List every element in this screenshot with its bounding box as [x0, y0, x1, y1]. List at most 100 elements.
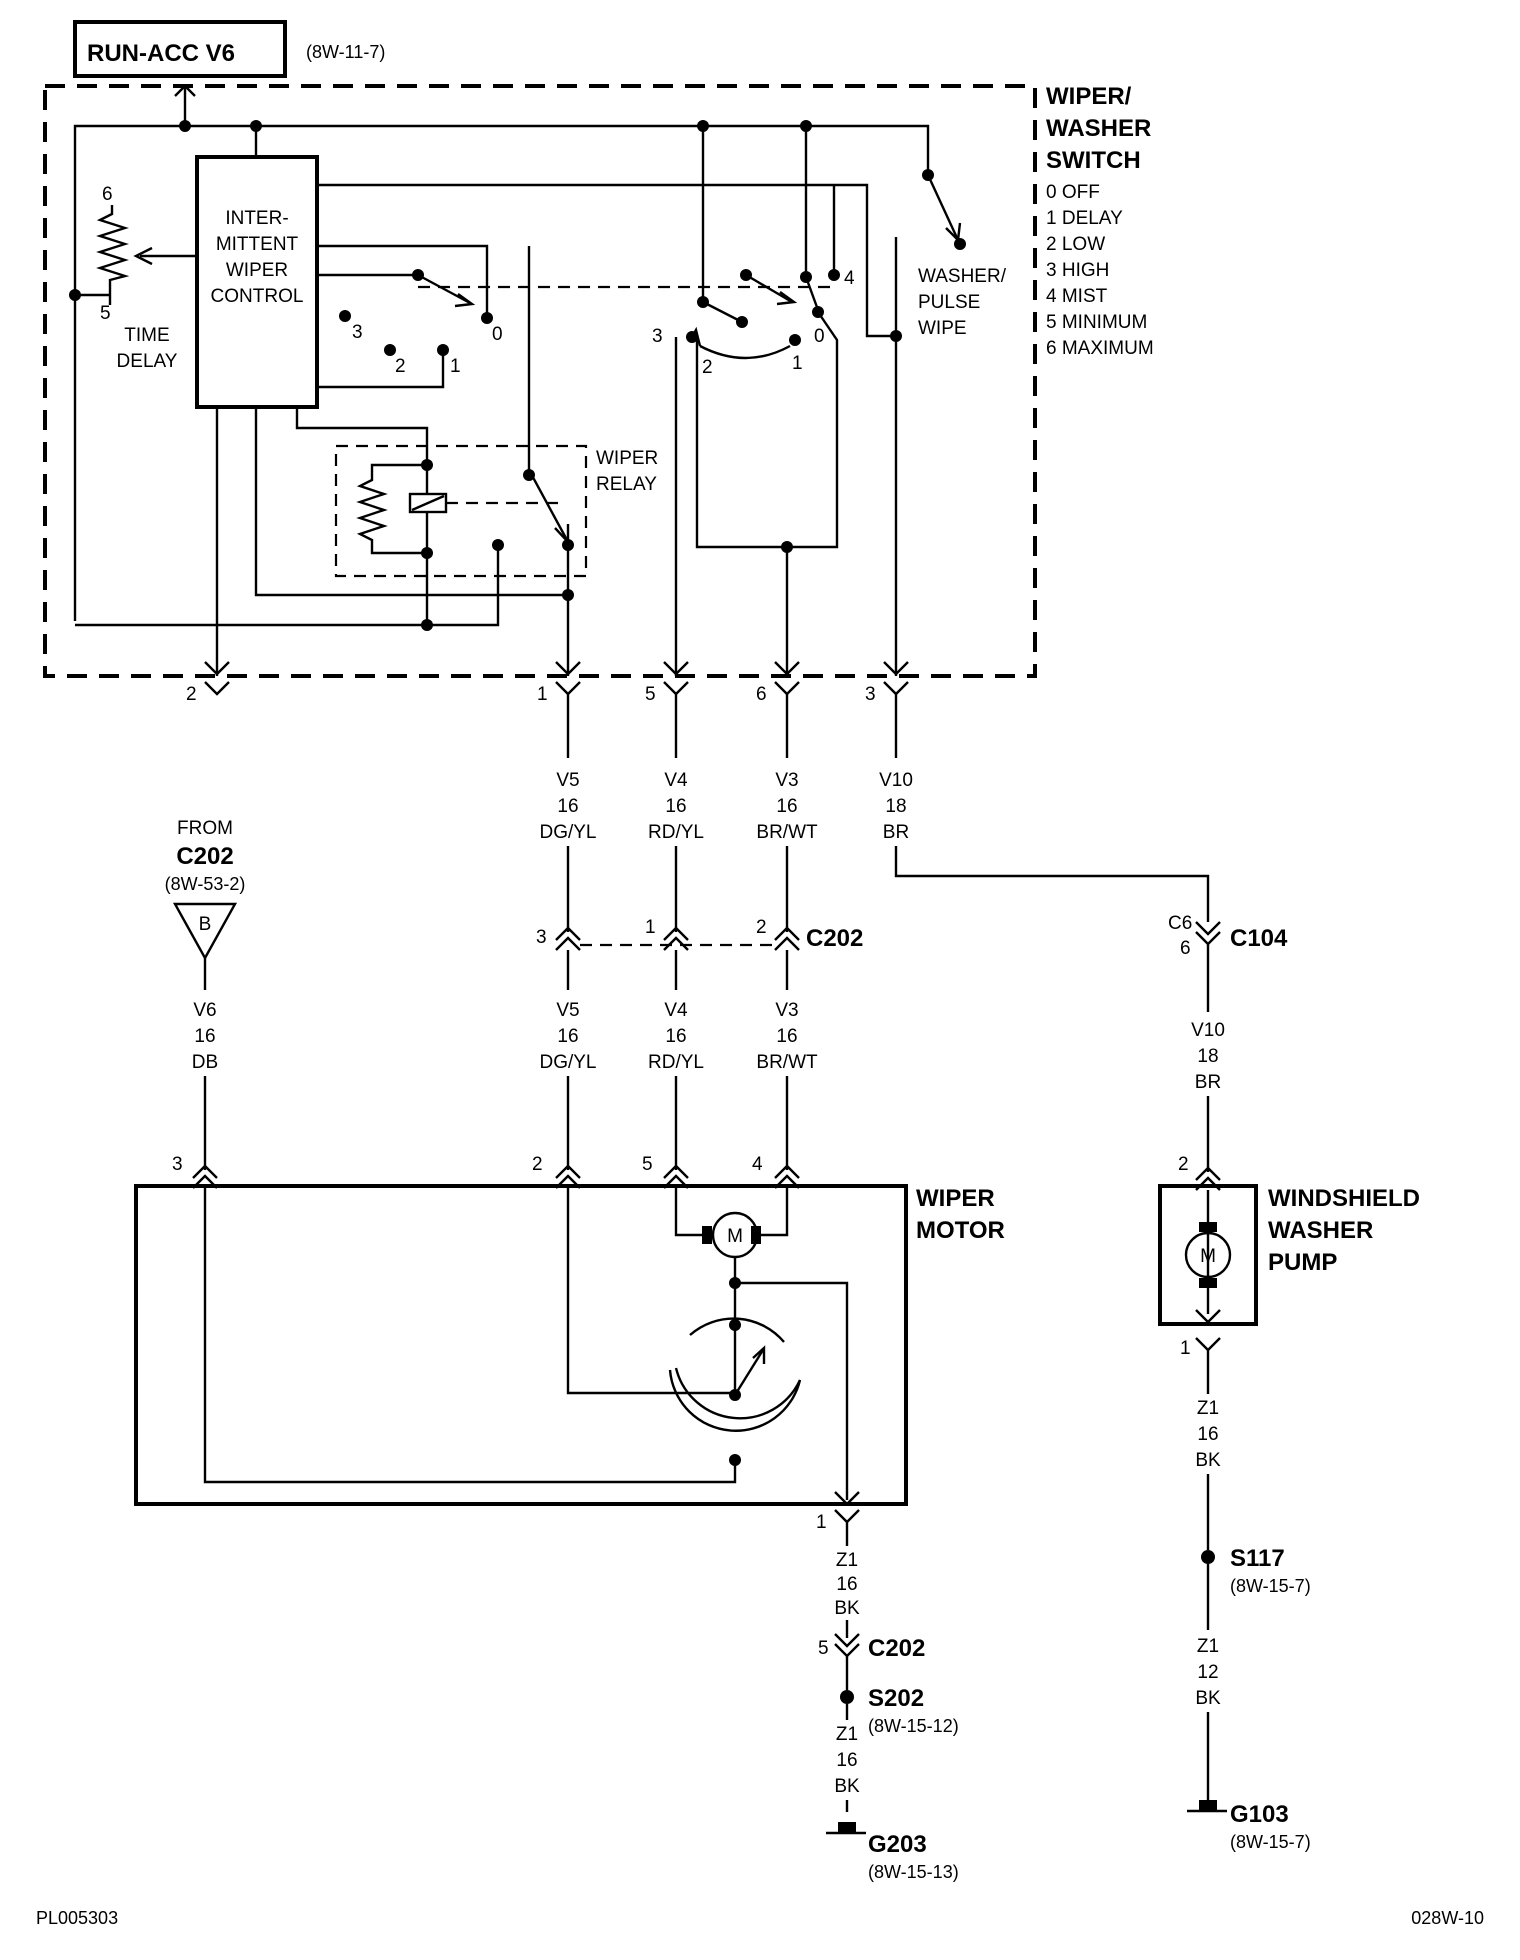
wire-v10-lower-gauge: 18 [1197, 1046, 1218, 1067]
windshield-washer-pump: WINDSHIELD WASHER PUMP 2 M 1 [1158, 1154, 1420, 1359]
wiper-washer-switch-housing [43, 84, 1037, 678]
mg-wire2-circuit: Z1 [836, 1724, 858, 1745]
motor-ground-chain: Z1 16 BK 5 C202 S202 (8W-15-12) Z1 16 BK… [818, 1522, 959, 1882]
wire-v5-lower: V5 16 DG/YL [539, 950, 597, 1170]
wire-v6-lower: V6 16 DB [192, 958, 218, 1170]
wire-v4-lower-gauge: 16 [665, 1026, 686, 1047]
switch-title-line-2: WASHER [1046, 115, 1151, 142]
wire-v3-lower: V3 16 BR/WT [756, 950, 818, 1170]
wire-v4-upper: V4 16 RD/YL [648, 694, 704, 932]
run-acc-ref: (8W-11-7) [306, 42, 385, 62]
switch-pin-2: 2 [186, 407, 230, 705]
mg-wire2-gauge: 16 [836, 1750, 857, 1771]
mg-connector-pin: 5 [818, 1638, 829, 1659]
switch-pin-3: 3 [865, 661, 909, 705]
motor-pin-3: 3 [172, 1154, 183, 1175]
left-contact-0: 0 [492, 324, 503, 345]
pg-splice-name: S117 [1230, 1545, 1285, 1572]
relay-label-1: WIPER [596, 448, 658, 469]
switch-title-line-1: WIPER/ [1046, 83, 1132, 110]
position-5: 5 MINIMUM [1046, 312, 1147, 333]
wire-v10-lower-color: BR [1195, 1072, 1221, 1093]
wire-v3-upper-color: BR/WT [756, 822, 818, 843]
right-contact-1: 1 [792, 353, 803, 374]
from-ref-label: (8W-53-2) [165, 874, 246, 894]
speed-contact-group: 3 2 1 0 4 [317, 126, 896, 553]
wiper-relay: WIPER RELAY [75, 246, 658, 631]
wire-v10-upper: V10 18 BR [879, 694, 1210, 922]
pump-ground-chain: Z1 16 BK S117 (8W-15-7) Z1 12 BK G103 (8… [1187, 1350, 1311, 1852]
from-label: FROM [177, 818, 233, 839]
pot-bottom-label: 5 [100, 303, 111, 324]
wiper-motor: WIPER MOTOR 3 2 5 4 M [134, 1154, 1005, 1533]
motor-pin-4: 4 [752, 1154, 763, 1175]
motor-pin-1: 1 [816, 1512, 827, 1533]
switch-title: WIPER/ WASHER SWITCH [1046, 83, 1151, 174]
switch-pin-3-label: 3 [865, 684, 876, 705]
wire-v3-lower-gauge: 16 [776, 1026, 797, 1047]
wire-v10-upper-circuit: V10 [879, 770, 913, 791]
mg-wire1-color: BK [834, 1598, 860, 1619]
washer-pulse-switch: WASHER/ PULSE WIPE [918, 169, 1007, 339]
top-bus-wire [73, 124, 930, 621]
pump-m-symbol: M [1200, 1246, 1216, 1267]
right-contact-0: 0 [814, 326, 825, 347]
wire-v5-lower-gauge: 16 [557, 1026, 578, 1047]
switch-pin-1-label: 1 [537, 684, 548, 705]
pump-title-2: WASHER [1268, 1217, 1373, 1244]
left-contact-2: 2 [395, 356, 406, 377]
control-label-1: INTER- [225, 208, 288, 229]
right-contact-3: 3 [652, 326, 663, 347]
wire-v5-upper-circuit: V5 [556, 770, 579, 791]
pump-pin-2: 2 [1178, 1154, 1189, 1175]
mg-ground-ref: (8W-15-13) [868, 1862, 959, 1882]
wire-v5-lower-color: DG/YL [539, 1052, 596, 1073]
left-contact-1: 1 [450, 356, 461, 377]
switch-pin-6: 6 [756, 547, 800, 705]
mg-wire1-circuit: Z1 [836, 1550, 858, 1571]
from-c202-source: FROM C202 (8W-53-2) B [165, 818, 246, 961]
wire-v4-upper-circuit: V4 [664, 770, 688, 791]
wire-v4-lower-circuit: V4 [664, 1000, 688, 1021]
pump-title-1: WINDSHIELD [1268, 1185, 1420, 1212]
wire-v4-upper-color: RD/YL [648, 822, 704, 843]
mg-wire2-color: BK [834, 1776, 860, 1797]
motor-m-symbol: M [727, 1226, 743, 1247]
switch-pin-6-label: 6 [756, 684, 767, 705]
wire-v5-upper-gauge: 16 [557, 796, 578, 817]
time-delay-label-1: TIME [124, 325, 169, 346]
delay-contact-group: 3 2 1 0 [317, 244, 503, 389]
intermittent-wiper-control: INTER- MITTENT WIPER CONTROL [195, 155, 319, 409]
mg-wire1-gauge: 16 [836, 1574, 857, 1595]
control-label-4: CONTROL [211, 286, 304, 307]
position-6: 6 MAXIMUM [1046, 338, 1154, 359]
mg-splice-name: S202 [868, 1685, 924, 1712]
switch-positions-legend: 0 OFF 1 DELAY 2 LOW 3 HIGH 4 MIST 5 MINI… [1046, 182, 1154, 359]
pg-wire2-color: BK [1195, 1688, 1221, 1709]
pg-wire1-color: BK [1195, 1450, 1221, 1471]
switch-pin-5-label: 5 [645, 684, 656, 705]
wire-v5-upper: V5 16 DG/YL [539, 694, 597, 932]
source-arrow [174, 84, 196, 126]
footer-right-code: 028W-10 [1411, 1908, 1484, 1928]
c104-cavity-top: C6 [1168, 913, 1192, 934]
time-delay-potentiometer: 6 5 TIME DELAY [69, 184, 197, 372]
pg-wire2-circuit: Z1 [1197, 1636, 1219, 1657]
control-label-3: WIPER [226, 260, 288, 281]
right-contact-4: 4 [844, 268, 855, 289]
c202-pin-1: 1 [645, 917, 656, 938]
bus-splice-1 [179, 120, 191, 132]
pg-ground-name: G103 [1230, 1801, 1289, 1828]
from-letter: B [199, 914, 212, 935]
switch-pin-2-label: 2 [186, 684, 197, 705]
wire-v5-lower-circuit: V5 [556, 1000, 579, 1021]
footer-left-code: PL005303 [36, 1908, 118, 1928]
motor-pin-2: 2 [532, 1154, 543, 1175]
time-delay-label-2: DELAY [117, 351, 178, 372]
run-acc-source: RUN-ACC V6 (8W-11-7) [73, 20, 385, 78]
run-acc-label: RUN-ACC V6 [87, 40, 235, 67]
washer-label-3: WIPE [918, 318, 967, 339]
wire-v3-upper: V3 16 BR/WT [756, 694, 818, 932]
left-contact-3: 3 [352, 322, 363, 343]
wire-v10-upper-color: BR [883, 822, 909, 843]
